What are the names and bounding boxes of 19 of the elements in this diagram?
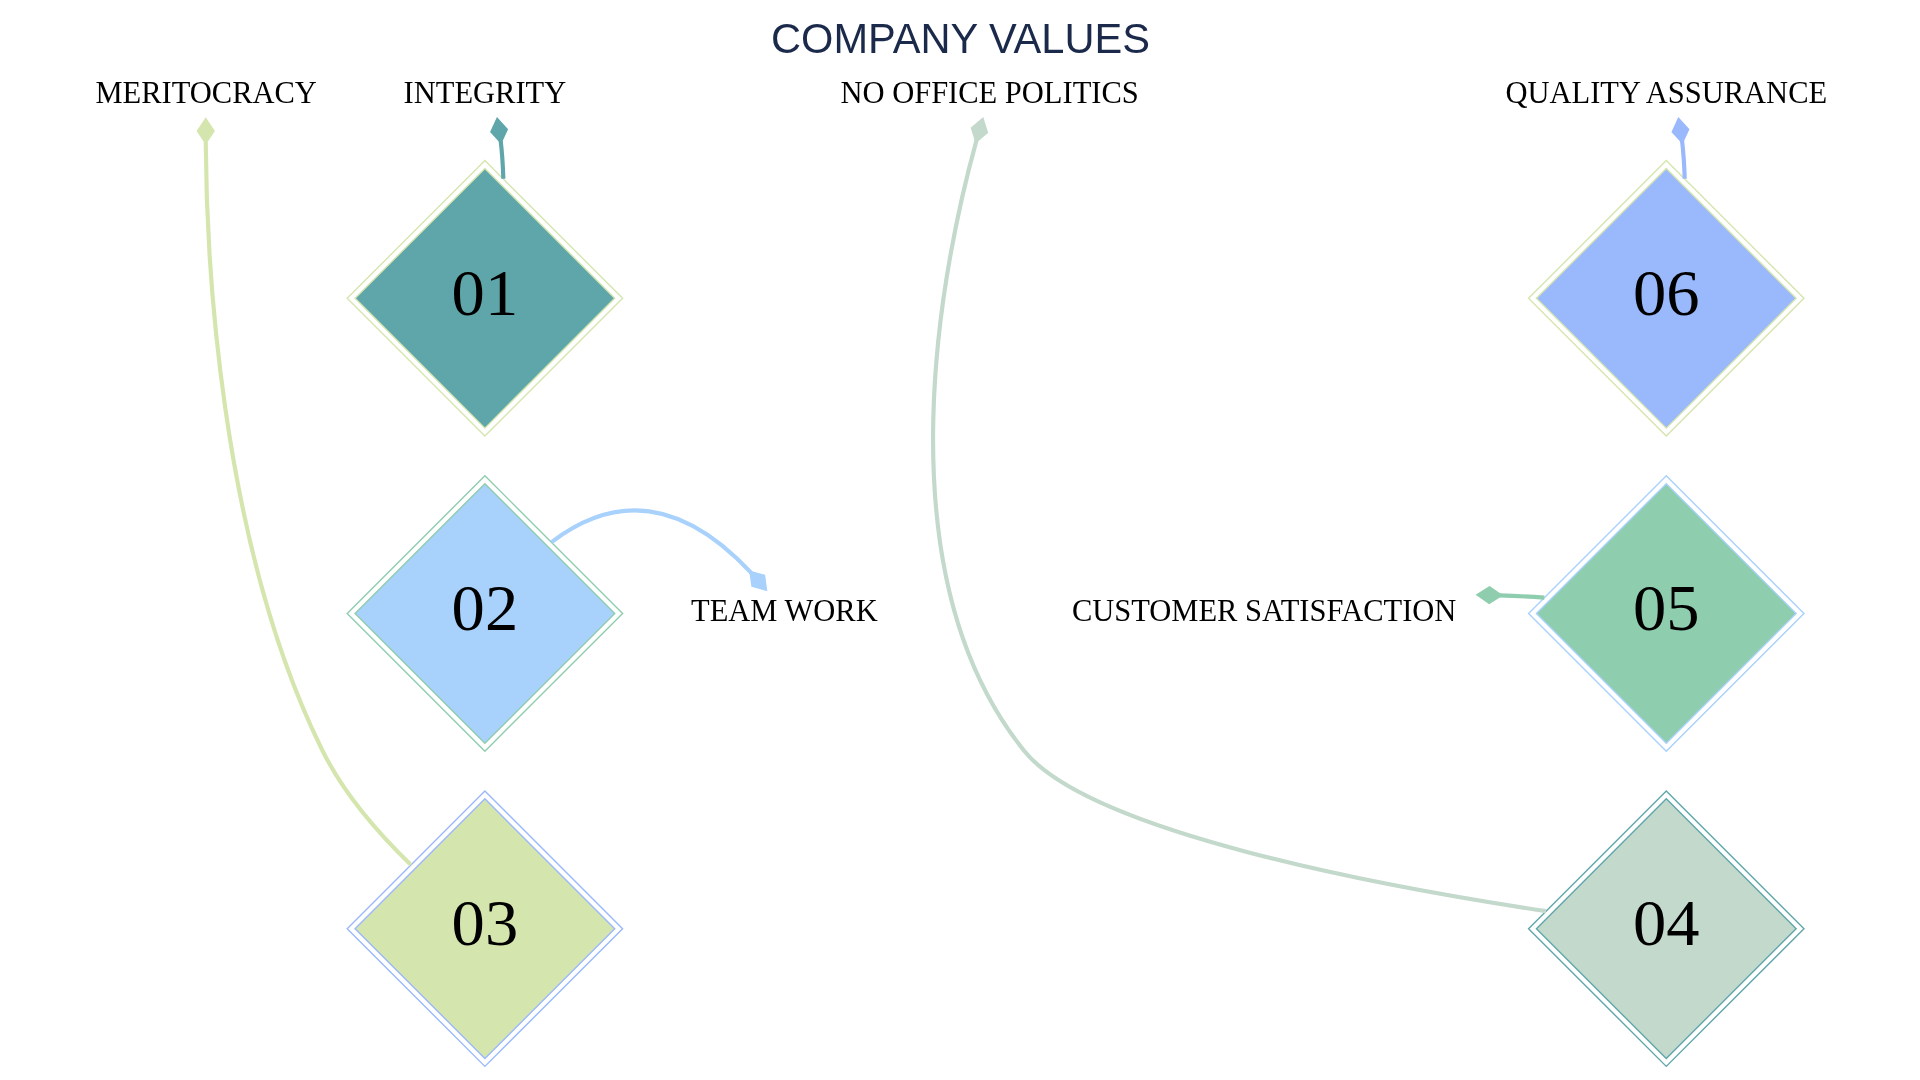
- connector: [930, 117, 1546, 914]
- connector: [1670, 117, 1689, 179]
- connector: [549, 508, 767, 592]
- node-diamond: 01: [345, 159, 624, 437]
- node-diamond: 05: [1527, 474, 1805, 753]
- node-text: INTEGRITY: [403, 76, 566, 111]
- diagram-title: COMPANY VALUES: [770, 14, 1150, 62]
- node-text: NO OFFICE POLITICS: [839, 76, 1139, 111]
- node-diamond: 02: [345, 474, 624, 753]
- node-text: CUSTOMER SATISFACTION: [1071, 594, 1456, 629]
- node-diamond: 03: [345, 790, 624, 1068]
- connector: [196, 117, 412, 867]
- node-text: QUALITY ASSURANCE: [1504, 76, 1827, 111]
- node-text: TEAM WORK: [690, 594, 878, 629]
- node-diamond: 04: [1527, 790, 1805, 1068]
- node-diamond: 06: [1527, 159, 1805, 437]
- node-text: MERITOCRACY: [94, 76, 317, 111]
- connector: [1475, 585, 1544, 605]
- connector: [489, 117, 508, 179]
